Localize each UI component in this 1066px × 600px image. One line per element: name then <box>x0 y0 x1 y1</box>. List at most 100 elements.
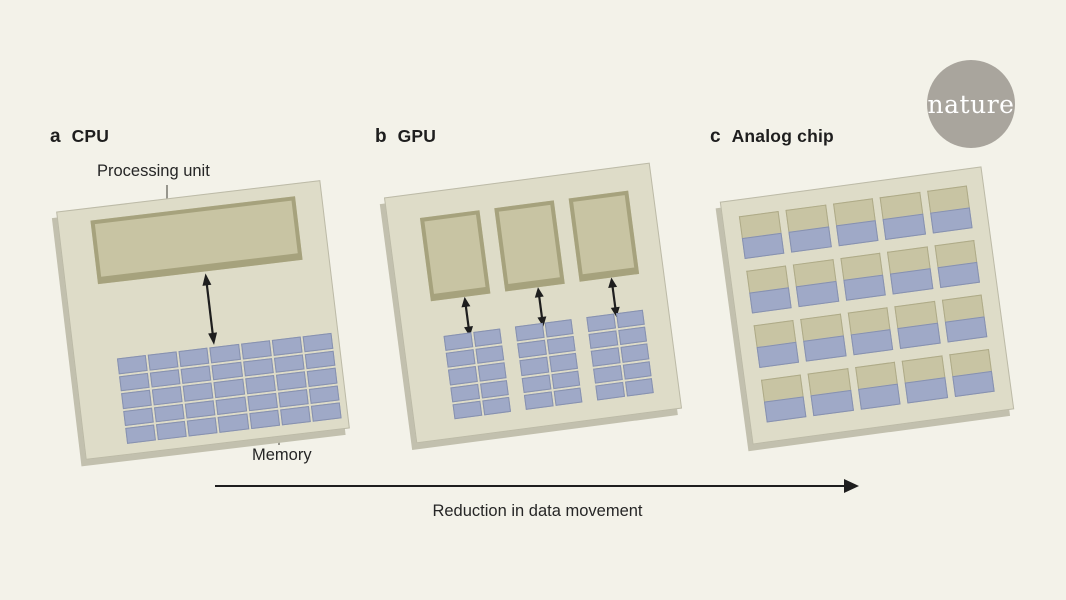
memory-cell <box>472 328 503 348</box>
memory-cell <box>156 421 187 441</box>
memory-cell <box>595 381 625 401</box>
memory-cell <box>310 402 342 422</box>
memory-cell <box>279 406 311 426</box>
memory-cell <box>273 354 305 373</box>
memory-cell <box>622 360 652 380</box>
memory-cell <box>154 403 185 423</box>
memory-cell <box>211 361 243 381</box>
tile-memory-part <box>929 207 973 234</box>
tile-memory-part <box>810 389 854 417</box>
panel-label-b: b GPU <box>375 126 436 148</box>
memory-cell <box>445 349 476 369</box>
gpu-memory-block <box>586 309 654 401</box>
memory-cell <box>180 365 212 385</box>
memory-cell <box>586 313 616 333</box>
memory-cell <box>277 388 309 408</box>
memory-cell <box>302 332 334 352</box>
tile-memory-part <box>857 383 901 410</box>
memory-cell <box>620 343 650 363</box>
memory-cell <box>178 347 210 367</box>
memory-cell <box>147 351 179 371</box>
memory-cell <box>244 375 276 395</box>
nature-logo: nature <box>927 60 1015 148</box>
reduction-arrow-line <box>215 485 847 487</box>
memory-cell <box>271 336 303 356</box>
tile-memory-part <box>890 268 933 295</box>
analog-compute-memory-tile <box>785 204 832 253</box>
memory-cell <box>477 362 507 382</box>
memory-cell <box>304 350 336 370</box>
nature-logo-text: nature <box>927 89 1015 119</box>
cpu-memory-grid <box>116 332 342 444</box>
memory-cell <box>306 367 338 387</box>
tile-memory-part <box>835 220 879 247</box>
tile-memory-part <box>937 261 980 289</box>
analog-compute-memory-tile <box>840 252 887 301</box>
tile-memory-part <box>897 322 941 349</box>
memory-cell <box>121 389 152 409</box>
tile-memory-part <box>904 377 948 404</box>
analog-compute-memory-tile <box>948 349 995 398</box>
panel-letter: a <box>50 126 61 147</box>
gpu-chip <box>383 162 683 444</box>
analog-compute-memory-tile <box>753 319 800 368</box>
memory-cell <box>240 340 272 360</box>
tile-memory-part <box>951 370 995 398</box>
memory-cell <box>242 357 274 377</box>
memory-cell <box>448 366 478 386</box>
memory-cell <box>550 370 581 389</box>
tile-memory-part <box>843 274 887 301</box>
tile-memory-part <box>788 226 832 253</box>
reduction-arrow-head <box>844 479 859 493</box>
tile-memory-part <box>749 287 793 314</box>
panel-title: CPU <box>71 126 110 146</box>
gpu-memory-block <box>443 328 512 420</box>
panel-title: Analog chip <box>731 126 834 146</box>
memory-cell <box>514 322 545 342</box>
gpu-memory-transfer-arrow <box>534 287 547 327</box>
analog-compute-memory-tile <box>807 368 854 417</box>
analog-compute-memory-tile <box>832 198 879 247</box>
panel-title: GPU <box>397 126 437 146</box>
tile-memory-part <box>756 341 800 368</box>
tile-memory-part <box>741 232 785 259</box>
panel-letter: b <box>375 126 387 147</box>
memory-cell <box>615 309 645 329</box>
cpu-memory-transfer-arrow <box>202 273 218 345</box>
memory-cell <box>215 396 247 416</box>
analog-compute-memory-tile <box>894 300 941 349</box>
memory-cell <box>544 319 574 338</box>
gpu-memory-transfer-arrow <box>461 296 473 337</box>
analog-compute-memory-tile <box>854 361 901 410</box>
memory-cell <box>187 417 218 437</box>
memory-label: Memory <box>252 446 312 464</box>
memory-cell <box>149 368 181 388</box>
memory-cell <box>617 326 648 346</box>
tile-memory-part <box>882 213 926 240</box>
memory-cell <box>152 386 183 406</box>
analog-compute-memory-tile <box>746 265 793 314</box>
memory-cell <box>588 330 618 350</box>
cpu-chip <box>56 180 350 460</box>
memory-cell <box>308 385 340 405</box>
memory-cell <box>443 332 473 352</box>
memory-cell <box>517 340 547 359</box>
gpu-memory-block <box>514 319 583 410</box>
memory-cell <box>624 377 654 397</box>
tile-memory-part <box>850 329 894 356</box>
gpu-processing-unit <box>568 190 640 282</box>
analog-compute-memory-tile <box>941 294 988 343</box>
memory-cell <box>481 396 512 416</box>
tile-memory-part <box>944 316 988 343</box>
memory-cell <box>182 382 214 402</box>
memory-cell <box>553 387 583 406</box>
memory-cell <box>116 355 148 374</box>
gpu-memory-transfer-arrow <box>608 277 620 318</box>
panel-label-c: c Analog chip <box>710 126 834 148</box>
panel-letter: c <box>710 126 721 147</box>
memory-cell <box>218 413 249 433</box>
tile-memory-part <box>796 280 840 308</box>
memory-cell <box>213 378 245 398</box>
cpu-processing-unit <box>90 196 303 285</box>
